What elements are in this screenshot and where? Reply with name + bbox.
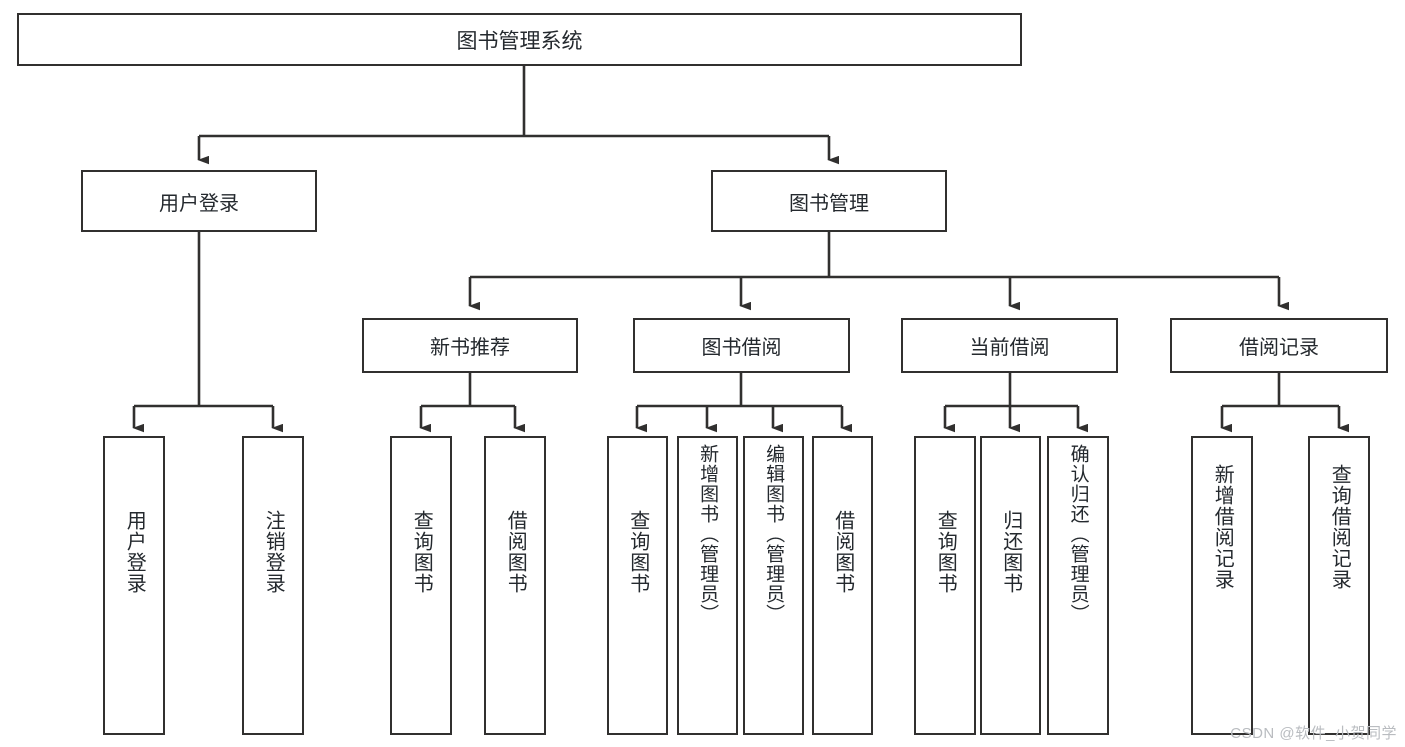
leaf-query-borrow-record[interactable]: 查询借阅记录 bbox=[1308, 436, 1370, 735]
node-book-management-label: 图书管理 bbox=[789, 192, 869, 215]
leaf-add-book-admin-label: 新增图书（管理员） bbox=[697, 444, 719, 624]
leaf-logout[interactable]: 注销登录 bbox=[242, 436, 304, 735]
node-user-login[interactable]: 用户登录 bbox=[81, 170, 317, 232]
leaf-user-login[interactable]: 用户登录 bbox=[103, 436, 165, 735]
node-new-book-recommend[interactable]: 新书推荐 bbox=[362, 318, 578, 373]
leaf-confirm-return-admin[interactable]: 确认归还（管理员） bbox=[1047, 436, 1109, 735]
leaf-query-book-newbook-label: 查询图书 bbox=[410, 510, 433, 594]
leaf-edit-book-admin[interactable]: 编辑图书（管理员） bbox=[743, 436, 804, 735]
node-user-login-label: 用户登录 bbox=[159, 192, 239, 215]
leaf-edit-book-admin-label: 编辑图书（管理员） bbox=[763, 444, 785, 624]
leaf-return-book[interactable]: 归还图书 bbox=[980, 436, 1041, 735]
leaf-query-book-current[interactable]: 查询图书 bbox=[914, 436, 976, 735]
leaf-borrow-book-newbook[interactable]: 借阅图书 bbox=[484, 436, 546, 735]
node-book-borrow[interactable]: 图书借阅 bbox=[633, 318, 850, 373]
leaf-user-login-label: 用户登录 bbox=[123, 510, 146, 594]
leaf-borrow-book-newbook-label: 借阅图书 bbox=[504, 510, 527, 594]
node-book-borrow-label: 图书借阅 bbox=[701, 337, 782, 359]
node-borrow-record-label: 借阅记录 bbox=[1239, 337, 1319, 359]
node-borrow-record[interactable]: 借阅记录 bbox=[1170, 318, 1388, 373]
leaf-add-borrow-record[interactable]: 新增借阅记录 bbox=[1191, 436, 1253, 735]
node-root[interactable]: 图书管理系统 bbox=[17, 13, 1022, 66]
leaf-add-borrow-record-label: 新增借阅记录 bbox=[1211, 464, 1234, 590]
leaf-query-book-borrow-label: 查询图书 bbox=[626, 510, 649, 594]
leaf-logout-label: 注销登录 bbox=[262, 510, 285, 594]
node-new-book-recommend-label: 新书推荐 bbox=[430, 337, 510, 359]
watermark: CSDN @软件_小贺同学 bbox=[1230, 725, 1397, 742]
node-current-borrow-label: 当前借阅 bbox=[969, 337, 1050, 359]
leaf-query-book-borrow[interactable]: 查询图书 bbox=[607, 436, 668, 735]
node-book-management[interactable]: 图书管理 bbox=[711, 170, 947, 232]
leaf-return-book-label: 归还图书 bbox=[999, 510, 1022, 594]
leaf-query-book-newbook[interactable]: 查询图书 bbox=[390, 436, 452, 735]
leaf-query-borrow-record-label: 查询借阅记录 bbox=[1328, 464, 1351, 590]
leaf-confirm-return-admin-label: 确认归还（管理员） bbox=[1067, 444, 1089, 624]
node-root-label: 图书管理系统 bbox=[456, 29, 583, 53]
leaf-query-book-current-label: 查询图书 bbox=[934, 510, 957, 594]
leaf-borrow-book-label: 借阅图书 bbox=[831, 510, 854, 594]
node-current-borrow[interactable]: 当前借阅 bbox=[901, 318, 1118, 373]
leaf-add-book-admin[interactable]: 新增图书（管理员） bbox=[677, 436, 738, 735]
leaf-borrow-book[interactable]: 借阅图书 bbox=[812, 436, 873, 735]
